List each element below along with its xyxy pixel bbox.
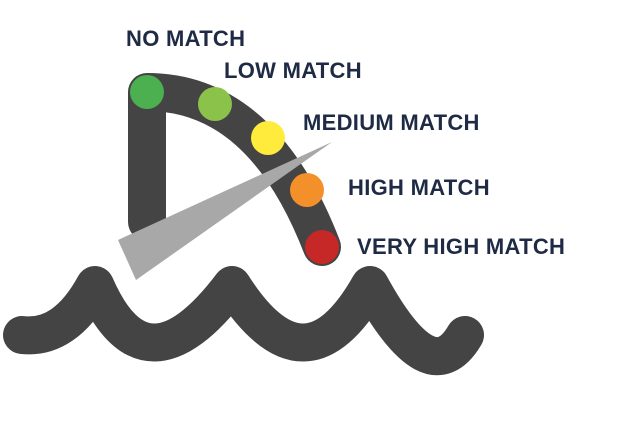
label-high-match: HIGH MATCH <box>348 175 490 200</box>
gauge-needle <box>118 142 332 280</box>
level-dot-no-match <box>130 75 164 109</box>
level-dot-low-match <box>198 87 232 121</box>
level-dot-very-high-match <box>305 230 339 264</box>
label-no-match: NO MATCH <box>126 26 245 51</box>
label-very-high-match: VERY HIGH MATCH <box>357 234 565 259</box>
label-low-match: LOW MATCH <box>224 58 362 83</box>
level-dot-high-match <box>290 173 324 207</box>
label-medium-match: MEDIUM MATCH <box>303 110 480 135</box>
waves-icon <box>3 266 484 375</box>
level-dot-medium-match <box>251 121 285 155</box>
gauge-arm <box>128 73 341 266</box>
